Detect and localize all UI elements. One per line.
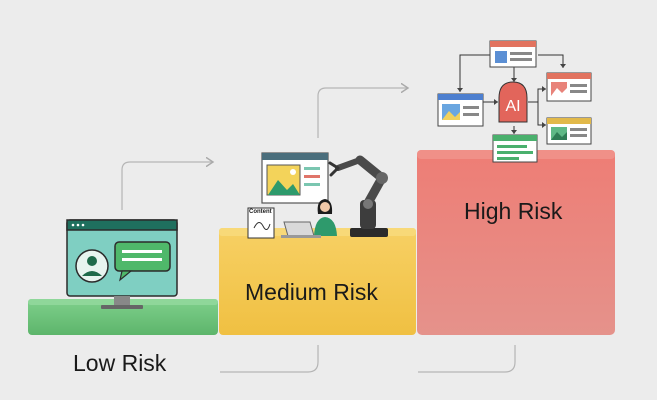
ai-node-icon: AI — [498, 81, 528, 123]
content-card-label: Content — [249, 209, 272, 215]
user-avatar-icon — [75, 249, 109, 283]
tier-label-medium: Medium Risk — [245, 279, 378, 305]
app-window-icon — [489, 40, 537, 68]
app-window-icon — [492, 134, 538, 163]
tier-block-high — [417, 150, 615, 335]
app-window-icon — [546, 72, 592, 102]
person-laptop-icon — [281, 199, 337, 238]
easel-image-icon — [261, 152, 329, 204]
app-window-icon — [437, 93, 484, 127]
step-connectors — [121, 88, 516, 373]
app-window-icon — [546, 117, 592, 145]
ai-label: AI — [505, 98, 520, 115]
robot-arm-icon — [328, 155, 388, 237]
tier-label-low: Low Risk — [73, 350, 167, 376]
ai-network-lines — [457, 54, 566, 134]
content-card-icon — [247, 207, 275, 239]
tier-label-high: High Risk — [464, 198, 563, 224]
chat-bubble-icon — [114, 241, 171, 282]
